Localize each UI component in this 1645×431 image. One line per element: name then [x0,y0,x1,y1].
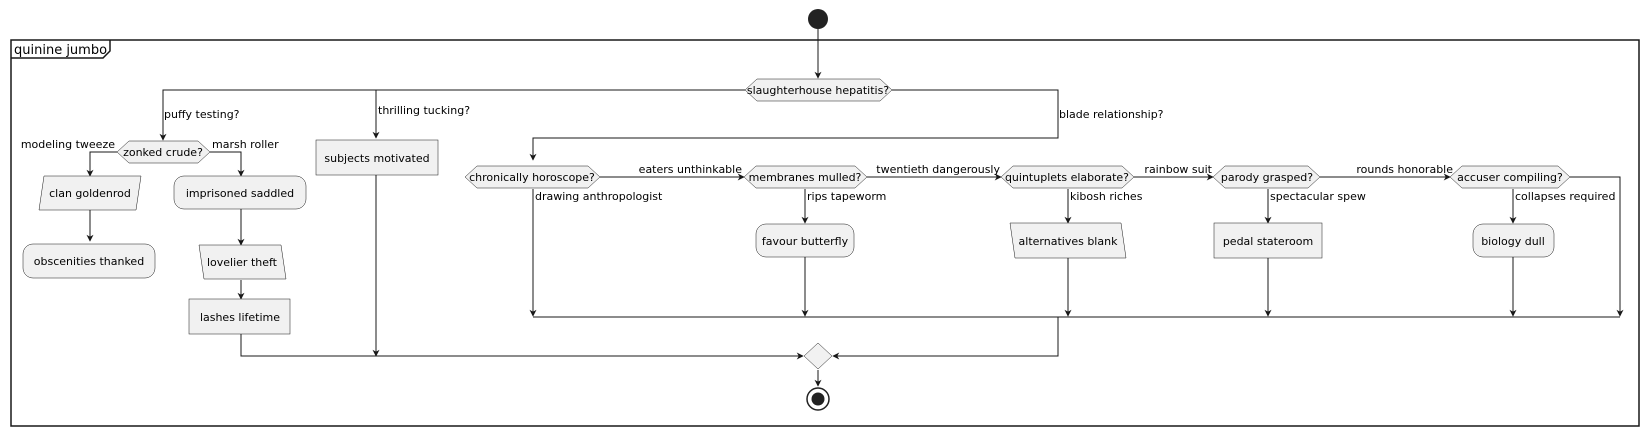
node-pedal-stateroom: pedal stateroom [1213,222,1323,259]
edge-label-rips-tapeworm: rips tapeworm [807,190,886,203]
node-label: lovelier theft [207,256,278,269]
edge-label-thrilling-tucking: thrilling tucking? [378,104,470,117]
node-label: obscenities thanked [34,255,144,268]
edge-labels: puffy testing? thrilling tucking? blade … [21,104,1616,203]
decision-label: quintuplets elaborate? [1005,171,1129,184]
edge-label-collapses-required: collapses required [1515,190,1615,203]
frame-tab [11,40,111,59]
start-node [808,9,828,29]
edges [86,29,1624,387]
edge-label-drawing-anthropologist: drawing anthropologist [535,190,663,203]
node-biology-dull: biology dull [1472,223,1555,258]
edge-label-blade-relationship: blade relationship? [1059,108,1164,121]
decision-label: parody grasped? [1221,171,1313,184]
frame-title: quinine jumbo [14,43,107,58]
end-node-ring [806,387,830,411]
node-lashes-lifetime: lashes lifetime [188,298,291,335]
edge-label-marsh-roller: marsh roller [212,138,279,151]
decision-zonked-crude: zonked crude? [116,140,211,164]
decision-label: membranes mulled? [749,171,862,184]
merge-node [803,342,833,370]
edge-label-twentieth-dangerously: twentieth dangerously [876,163,1000,176]
decision-chronically-horoscope: chronically horoscope? [464,165,601,189]
node-label: biology dull [1481,235,1545,248]
node-clan-goldenrod: clan goldenrod [38,175,142,211]
node-label: alternatives blank [1019,235,1119,248]
node-label: subjects motivated [324,152,429,165]
edge-label-kibosh-riches: kibosh riches [1070,190,1143,203]
node-favour-butterfly: favour butterfly [755,223,855,258]
node-alternatives-blank: alternatives blank [1009,222,1127,259]
decision-label: slaughterhouse hepatitis? [747,84,889,97]
frame-border [10,39,1640,427]
edge-label-rounds-honorable: rounds honorable [1356,163,1453,176]
edge-label-eaters-unthinkable: eaters unthinkable [639,163,743,176]
node-label: pedal stateroom [1223,235,1313,248]
decision-accuser-compiling: accuser compiling? [1449,165,1571,189]
node-imprisoned-saddled: imprisoned saddled [173,175,307,210]
decision-quintuplets-elaborate: quintuplets elaborate? [1000,165,1135,189]
end-node [811,392,825,406]
edge-label-rainbow-suit: rainbow suit [1144,163,1212,176]
decision-label: accuser compiling? [1457,171,1563,184]
node-obscenities-thanked: obscenities thanked [22,243,156,279]
decision-label: zonked crude? [123,146,203,159]
node-subjects-motivated: subjects motivated [315,139,439,176]
edge-label-puffy-testing: puffy testing? [164,108,240,121]
node-label: lashes lifetime [200,311,280,324]
decision-label: chronically horoscope? [469,171,595,184]
edge-label-spectacular-spew: spectacular spew [1270,190,1366,203]
node-label: imprisoned saddled [186,187,294,200]
edge-label-modeling-tweeze: modeling tweeze [21,138,115,151]
decision-membranes-mulled: membranes mulled? [743,165,868,189]
decision-parody-grasped: parody grasped? [1212,165,1321,189]
decision-slaughterhouse-hepatitis: slaughterhouse hepatitis? [744,78,893,102]
node-label: favour butterfly [762,235,849,248]
node-lovelier-theft: lovelier theft [198,244,287,280]
node-label: clan goldenrod [49,187,131,200]
